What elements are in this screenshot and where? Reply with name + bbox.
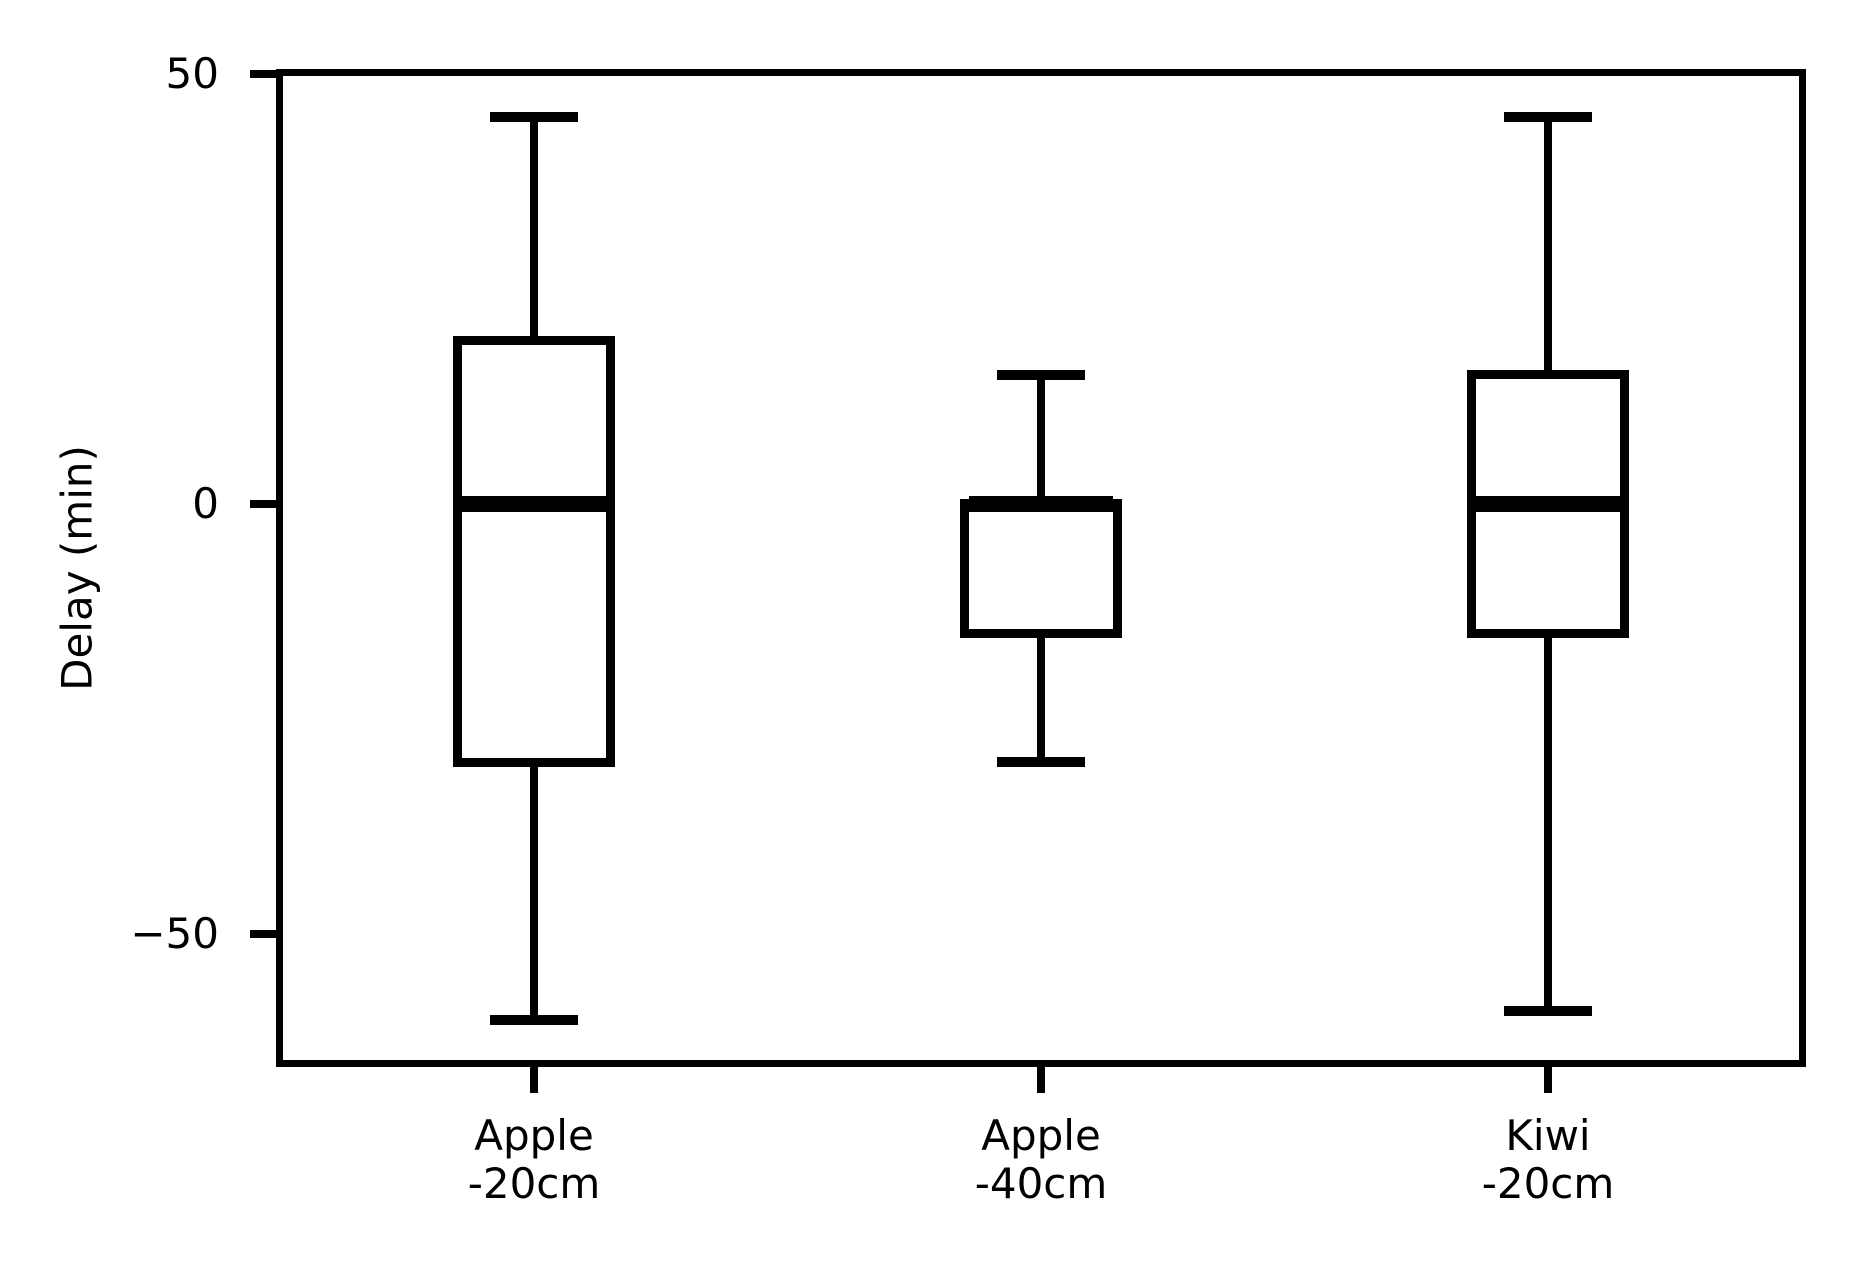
y-tick-label: 50 [165, 49, 219, 98]
lower-whisker-cap [997, 757, 1085, 767]
box-body [453, 335, 615, 767]
median-line [1476, 496, 1620, 512]
lower-whisker-line [1544, 633, 1552, 1012]
lower-whisker-line [530, 762, 538, 1020]
y-tick-label: −50 [130, 909, 219, 958]
median-line [969, 496, 1113, 512]
y-tick-mark [250, 70, 277, 78]
upper-whisker-line [530, 117, 538, 341]
x-tick-mark [530, 1067, 538, 1093]
x-tick-label: Apple -20cm [467, 1111, 601, 1208]
x-tick-label: Apple -40cm [974, 1111, 1108, 1208]
y-axis-title: Delay (min) [52, 445, 102, 691]
box-body [960, 499, 1122, 638]
upper-whisker-line [1037, 375, 1045, 504]
x-tick-mark [1037, 1067, 1045, 1093]
lower-whisker-cap [1504, 1006, 1592, 1017]
x-tick-label: Kiwi -20cm [1481, 1111, 1615, 1208]
upper-whisker-cap [490, 112, 578, 122]
x-tick-mark [1544, 1067, 1552, 1093]
upper-whisker-cap [997, 370, 1085, 380]
upper-whisker-cap [1504, 112, 1592, 122]
upper-whisker-line [1544, 117, 1552, 375]
lower-whisker-line [1037, 633, 1045, 762]
lower-whisker-cap [490, 1015, 578, 1025]
y-tick-label: 0 [192, 479, 219, 528]
y-tick-mark [250, 500, 277, 508]
y-tick-mark [250, 930, 277, 938]
median-line [462, 496, 606, 512]
